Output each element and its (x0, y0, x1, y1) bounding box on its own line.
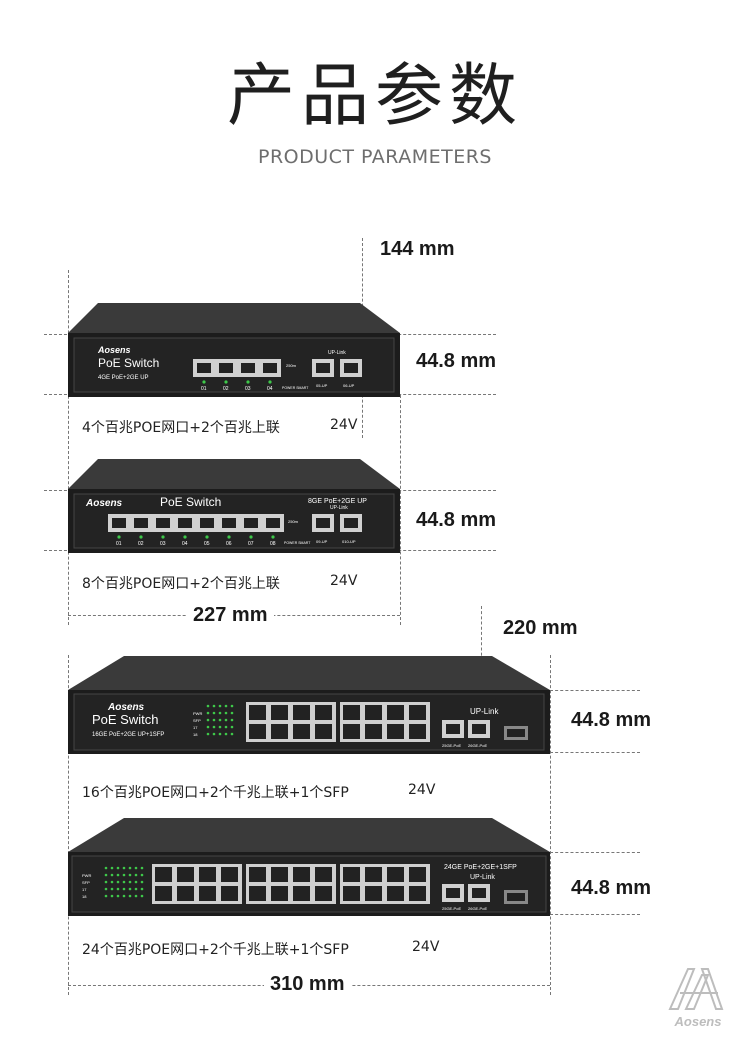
uplink-port-label: 26GE-PoE (468, 906, 487, 911)
voltage-product-2: 24V (330, 573, 358, 589)
dimension-height-1: 44.8 mm (410, 350, 503, 373)
port-label: 03 (160, 541, 166, 547)
device-name: PoE Switch (92, 712, 158, 727)
watermark-brand-text: Aosens (674, 1014, 722, 1029)
dimension-depth-large: 220 mm (497, 617, 584, 640)
caption-product-4: 24个百兆POE网口+2个千兆上联+1个SFP (82, 942, 349, 958)
port-label: 06 (226, 541, 232, 547)
status-label: PWR (82, 873, 91, 878)
guide-h3-top (550, 690, 640, 691)
uplink-port-label: 09-UP (316, 539, 328, 544)
uplink-port-label: 010-UP (342, 539, 356, 544)
uplink-port-label: 26GE-PoE (468, 743, 487, 748)
status-label: SFP (193, 718, 201, 723)
status-label: SFP (82, 880, 90, 885)
switch-24-port-image: PWR SFP 17 18 24GE PoE+2GE+1SFP UP-L (68, 818, 552, 918)
aosens-logo-icon: Aosens (668, 968, 724, 1029)
guide-h3-bottom (550, 752, 640, 753)
guide-left-small (68, 270, 69, 625)
device-subtitle: 16GE PoE+2GE UP+1SFP (92, 732, 164, 738)
status-label: 17 (82, 887, 87, 892)
dimension-height-2: 44.8 mm (410, 509, 503, 532)
page-subtitle: PRODUCT PARAMETERS (257, 146, 492, 168)
port-label: 01 (201, 386, 207, 392)
uplink-label: UP-Link (470, 874, 495, 881)
status-label: 17 (193, 725, 198, 730)
port-label: 07 (248, 541, 254, 547)
uplink-label: UP-Link (330, 505, 348, 511)
status-label: 18 (82, 894, 87, 899)
brand-label: Aosens (107, 702, 145, 713)
port-label: 05 (204, 541, 210, 547)
status-label: 18 (193, 732, 198, 737)
port-label: 02 (138, 541, 144, 547)
port-label: 03 (245, 386, 251, 392)
dimension-width-small: 227 mm (187, 604, 274, 627)
dimension-height-3: 44.8 mm (565, 709, 658, 732)
power-label: POWER SMART (282, 386, 309, 390)
dimension-depth-small: 144 mm (374, 238, 461, 261)
port-label: 04 (267, 386, 273, 392)
port-label: 08 (270, 541, 276, 547)
uplink-label: UP-Link (470, 707, 499, 716)
dimension-width-large: 310 mm (264, 973, 351, 996)
poe-ports (108, 514, 284, 539)
caption-product-1: 4个百兆POE网口+2个百兆上联 (82, 420, 280, 436)
device-name: PoE Switch (160, 495, 221, 509)
switch-16-port-image: Aosens PoE Switch 16GE PoE+2GE UP+1SFP P… (68, 656, 552, 756)
uplink-port-label: 25GE-PoE (442, 906, 461, 911)
poe-ports (193, 359, 281, 384)
brand-label: Aosens (85, 498, 123, 509)
status-leds (206, 704, 234, 736)
guide-h4-bottom (550, 914, 640, 915)
uplink-port-label: 25GE-PoE (442, 743, 461, 748)
device-subtitle: 8GE PoE+2GE UP (308, 498, 367, 505)
switch-4-port-image: Aosens PoE Switch 4GE PoE+2GE UP 01 02 0… (68, 303, 402, 398)
uplink-port-label: 05-UP (316, 383, 328, 388)
voltage-product-3: 24V (408, 782, 436, 798)
port-label: 04 (182, 541, 188, 547)
page-title: 产品参数 (226, 57, 523, 136)
dimension-height-4: 44.8 mm (565, 877, 658, 900)
port-label: 02 (223, 386, 229, 392)
brand-watermark: Aosens (660, 963, 736, 1031)
uplink-port-label: 06-UP (343, 383, 355, 388)
caption-product-2: 8个百兆POE网口+2个百兆上联 (82, 576, 280, 592)
mode-label: 250m (288, 519, 299, 524)
caption-product-3: 16个百兆POE网口+2个千兆上联+1个SFP (82, 785, 349, 801)
guide-depth-large (481, 606, 482, 666)
power-label: POWER SMART (284, 541, 311, 545)
port-label: 01 (116, 541, 122, 547)
device-name: PoE Switch (98, 356, 159, 370)
guide-right-small (400, 395, 401, 625)
brand-label: Aosens (97, 345, 131, 355)
poe-port-block (246, 702, 430, 742)
status-label: PWR (193, 711, 202, 716)
guide-h4-top (550, 852, 640, 853)
uplink-label: UP-Link (328, 350, 346, 356)
voltage-product-1: 24V (330, 417, 358, 433)
device-subtitle: 4GE PoE+2GE UP (98, 375, 149, 381)
poe-port-block (152, 864, 430, 904)
guide-right-large (550, 655, 551, 995)
device-name: 24GE PoE+2GE+1SFP (444, 864, 517, 871)
guide-left-large (68, 655, 69, 995)
voltage-product-4: 24V (412, 939, 440, 955)
mode-label: 250m (286, 363, 297, 368)
switch-8-port-image: Aosens PoE Switch 8GE PoE+2GE UP 01 02 0… (68, 459, 402, 554)
status-leds (104, 866, 144, 898)
